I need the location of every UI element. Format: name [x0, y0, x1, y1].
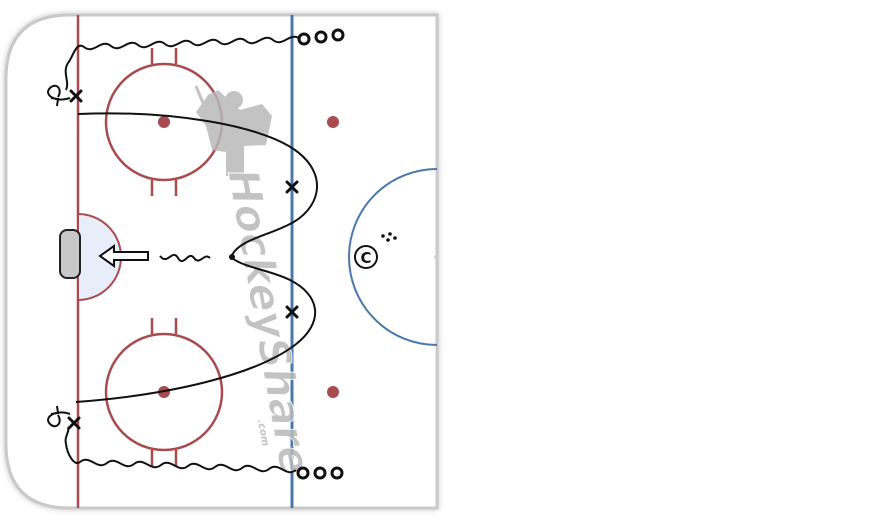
watermark-domain: .com — [255, 419, 271, 448]
center-circle — [348, 168, 437, 346]
pass-line-bottom — [75, 257, 316, 403]
wavy-skate-path-bottom — [64, 426, 297, 474]
rink-ice — [4, 13, 439, 510]
curl-arrow-top — [47, 84, 71, 107]
neutral-dot-top — [327, 116, 339, 128]
puck-stack-icon — [296, 466, 344, 480]
faceoff-dot-top — [158, 116, 170, 128]
x-mark-icon — [285, 305, 299, 319]
hash-marks — [150, 48, 178, 466]
coach-marker: C — [354, 232, 397, 269]
x-markers — [67, 89, 299, 430]
x-mark-icon — [67, 416, 81, 430]
pass-line-top — [77, 112, 318, 256]
drill-paths — [47, 35, 318, 474]
coach-symbol: C — [360, 249, 371, 267]
curl-arrow-bottom — [47, 405, 71, 428]
stickhandle-wave — [159, 253, 211, 263]
puck-stack-icon — [297, 28, 345, 46]
puck — [229, 254, 235, 260]
center-dot — [434, 254, 437, 260]
neutral-dot-bottom — [327, 386, 339, 398]
hollow-shot-arrow-icon — [98, 244, 149, 268]
goal-net — [59, 229, 81, 279]
faceoff-circle-bottom — [104, 332, 224, 452]
x-mark-icon — [285, 180, 299, 194]
x-mark-icon — [69, 89, 83, 103]
wavy-skate-path-top — [64, 35, 301, 91]
